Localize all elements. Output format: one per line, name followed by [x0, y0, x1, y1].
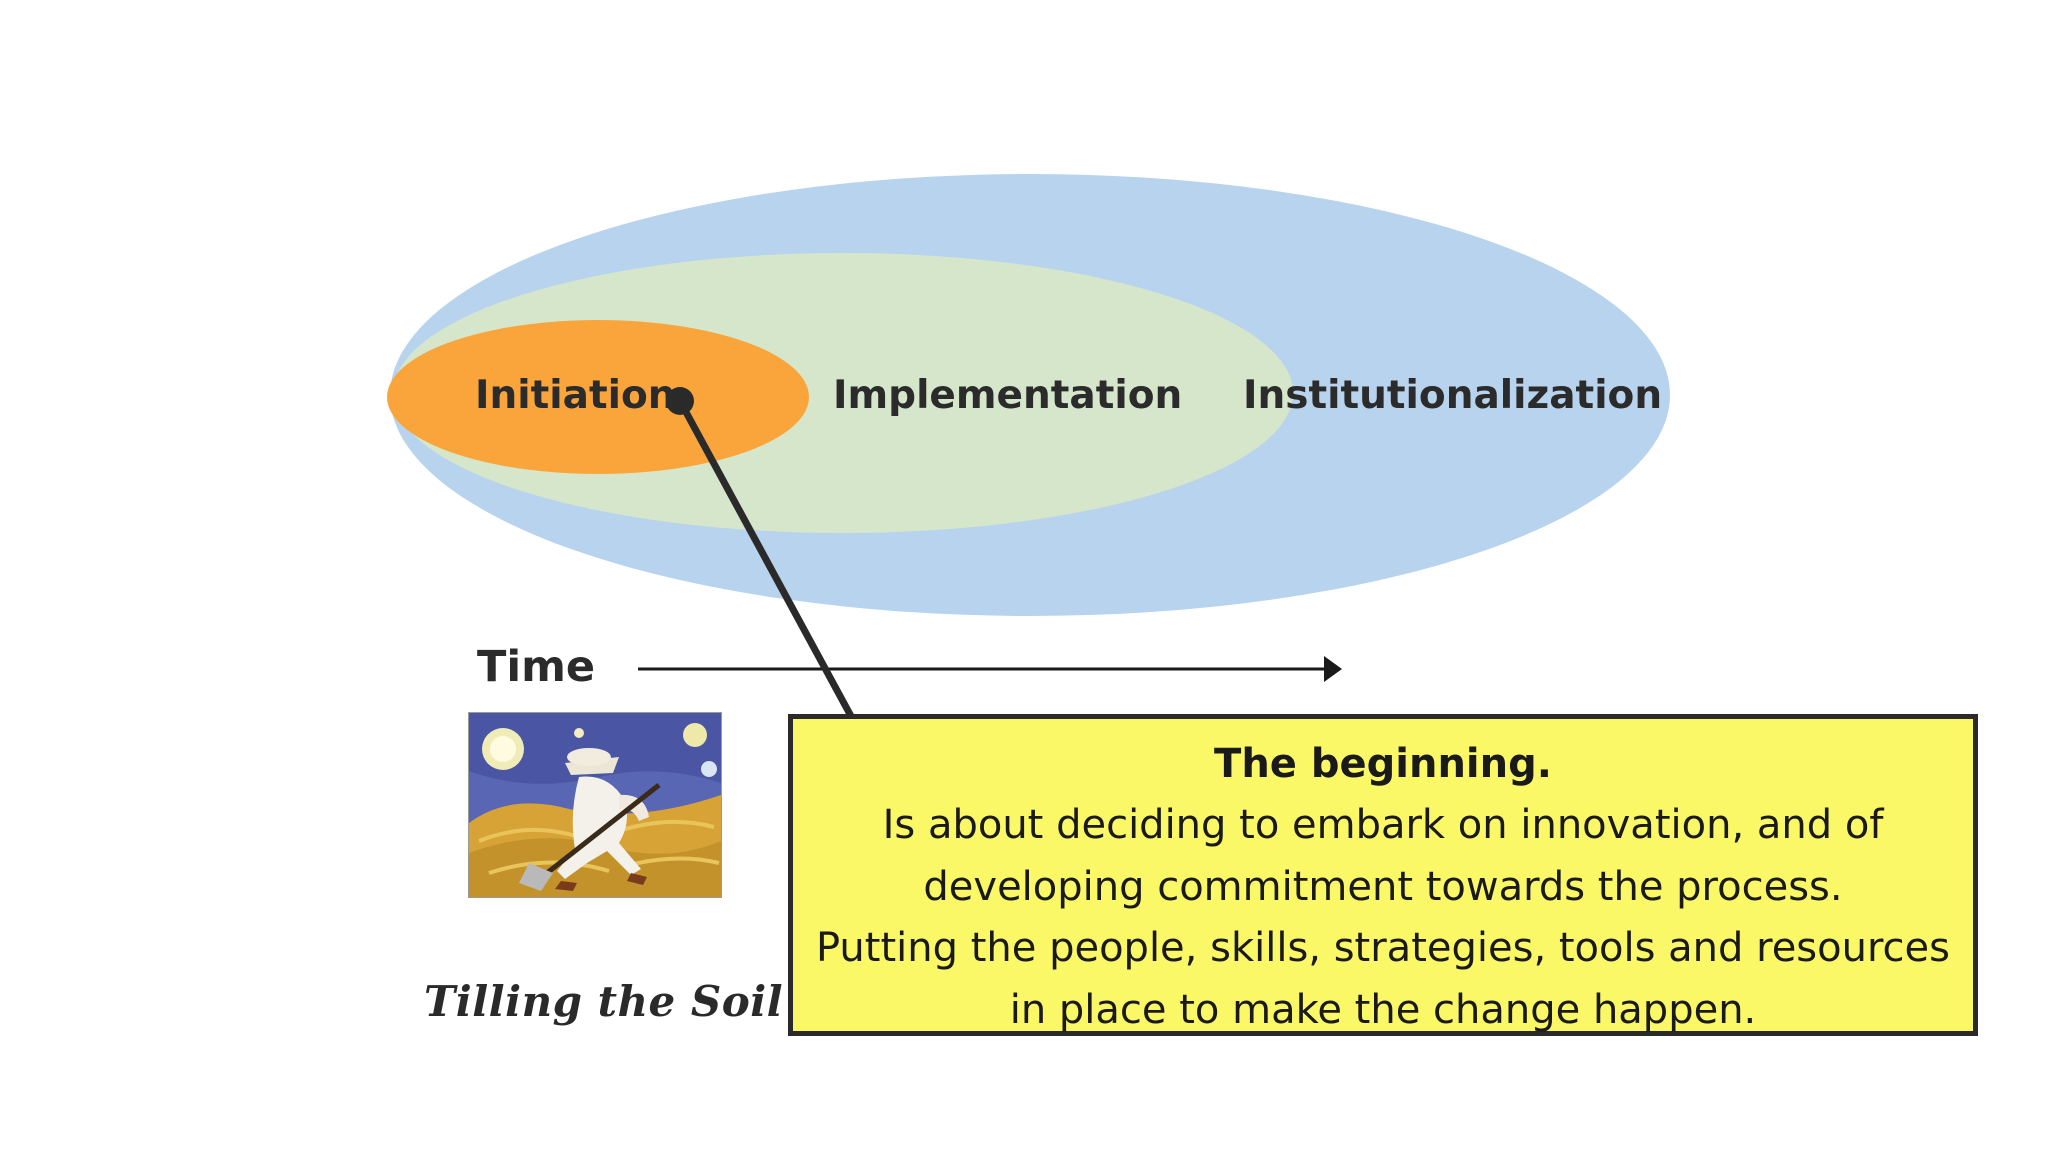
- initiation-label: Initiation: [475, 373, 676, 418]
- callout-line: developing commitment towards the proces…: [923, 863, 1843, 910]
- time-arrow-head: [1324, 656, 1342, 682]
- callout-line: in place to make the change happen.: [1009, 986, 1757, 1033]
- callout-line: Putting the people, skills, strategies, …: [816, 925, 1950, 971]
- image-caption: Tilling the Soil: [424, 977, 784, 1026]
- farmer-digging-icon: [468, 712, 722, 898]
- connector-start-dot: [666, 387, 694, 415]
- institutionalization-label: Institutionalization: [1243, 373, 1663, 418]
- implementation-label: Implementation: [833, 373, 1183, 418]
- initiation-ellipse: [387, 320, 809, 474]
- time-label: Time: [477, 642, 596, 692]
- callout-box: The beginning. Is about deciding to emba…: [788, 714, 1978, 1036]
- callout-title: The beginning.: [1214, 741, 1552, 787]
- callout-line: Is about deciding to embark on innovatio…: [882, 802, 1884, 848]
